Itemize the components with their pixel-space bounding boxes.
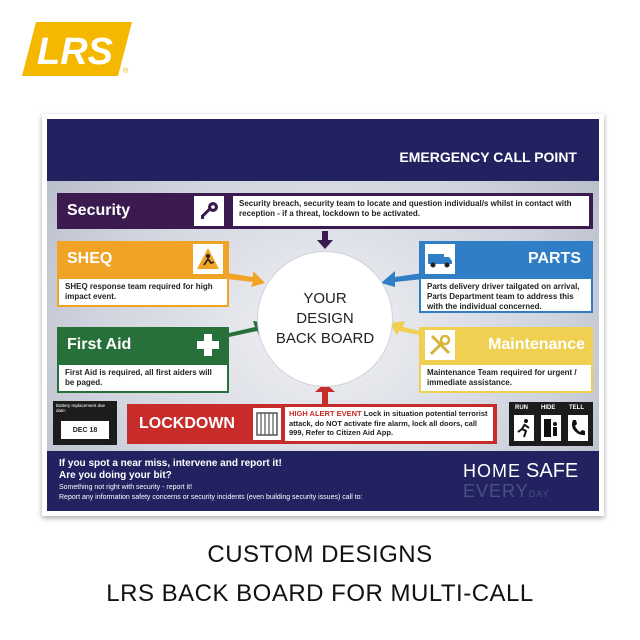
hide-label: HIDE xyxy=(541,405,556,411)
day-word: DAY xyxy=(528,489,550,499)
tell-label: TELL xyxy=(569,405,584,411)
battery-label: Battery replacement due date: xyxy=(56,403,106,413)
footer-line-1: If you spot a near miss, intervene and r… xyxy=(59,458,282,469)
lockdown-bar: LOCKDOWN HIGH ALERT EVENT Lock in situat… xyxy=(127,404,497,444)
lockdown-description: HIGH ALERT EVENT Lock in situation poten… xyxy=(285,407,493,441)
key-icon xyxy=(201,202,218,219)
parts-arrow xyxy=(381,271,423,287)
every-day-logo: EVERYDAY xyxy=(463,481,550,502)
gate-icon xyxy=(256,412,278,436)
footer-line-2: Are you doing your bit? xyxy=(59,470,172,481)
first-aid-icon-box xyxy=(193,330,223,360)
run-icon xyxy=(514,415,534,441)
hide-icon xyxy=(541,415,561,441)
security-description: Security breach, security team to locate… xyxy=(233,196,589,226)
registered-mark: ® xyxy=(123,68,129,75)
sheq-icon-box xyxy=(193,244,223,274)
security-arrow xyxy=(317,231,333,249)
center-line-2: DESIGN xyxy=(296,310,354,327)
every-word: EVERY xyxy=(463,481,529,501)
slip-hazard-icon xyxy=(197,248,219,269)
emergency-call-point-title: EMERGENCY CALL POINT xyxy=(399,149,577,165)
run-label: RUN xyxy=(515,405,528,411)
high-alert-label: HIGH ALERT EVENT xyxy=(289,409,362,418)
battery-replacement-panel: Battery replacement due date: DEC 18 xyxy=(53,401,117,445)
safe-word: SAFE xyxy=(526,460,579,482)
first-aid-label: First Aid xyxy=(67,336,132,353)
parts-description: Parts delivery driver tailgated on arriv… xyxy=(419,277,593,313)
battery-due-date: DEC 18 xyxy=(61,421,109,439)
lockdown-label: LOCKDOWN xyxy=(139,415,235,432)
back-board: EMERGENCY CALL POINT Security xyxy=(42,114,604,516)
caption-line-1: CUSTOM DESIGNS xyxy=(207,541,433,568)
board-footer: If you spot a near miss, intervene and r… xyxy=(47,451,599,511)
footer-line-3: Something not right with security - repo… xyxy=(59,484,193,491)
lockdown-instructions: Lock in situation potential terrorist at… xyxy=(289,409,488,437)
home-word: HOME xyxy=(463,461,521,481)
tools-icon xyxy=(429,334,451,356)
lrs-logo: LRS xyxy=(22,22,132,76)
caption-line-2: LRS BACK BOARD FOR MULTI-CALL xyxy=(106,580,534,607)
board-header: EMERGENCY CALL POINT xyxy=(47,119,599,181)
parts-icon-box xyxy=(425,244,455,274)
first-aid-cross-icon xyxy=(197,334,219,356)
design-placeholder-circle: YOUR DESIGN BACK BOARD xyxy=(257,251,393,387)
center-line-1: YOUR xyxy=(303,290,347,307)
maintenance-label: Maintenance xyxy=(488,336,585,353)
sheq-description: SHEQ response team required for high imp… xyxy=(57,277,229,307)
parts-label: PARTS xyxy=(527,250,581,267)
first-aid-description: First Aid is required, all first aiders … xyxy=(57,363,229,393)
maintenance-description: Maintenance Team required for urgent / i… xyxy=(419,363,593,393)
run-hide-tell-panel: RUN HIDE TELL xyxy=(509,402,593,446)
logo-text: LRS xyxy=(37,31,113,73)
lockdown-arrow xyxy=(315,383,335,405)
lockdown-icon-box xyxy=(253,408,281,440)
tell-phone-icon xyxy=(568,415,588,441)
center-line-3: BACK BOARD xyxy=(275,330,375,347)
security-label: Security xyxy=(67,202,131,219)
maintenance-icon-box xyxy=(425,330,455,360)
sheq-arrow xyxy=(227,271,265,287)
sheq-label: SHEQ xyxy=(67,250,113,267)
footer-line-4: Report any information safety concerns o… xyxy=(59,494,363,501)
delivery-van-icon xyxy=(428,254,452,268)
security-icon-box xyxy=(194,196,224,226)
home-safe-logo: HOME SAFE xyxy=(463,461,578,481)
board-panel: EMERGENCY CALL POINT Security xyxy=(47,119,599,511)
